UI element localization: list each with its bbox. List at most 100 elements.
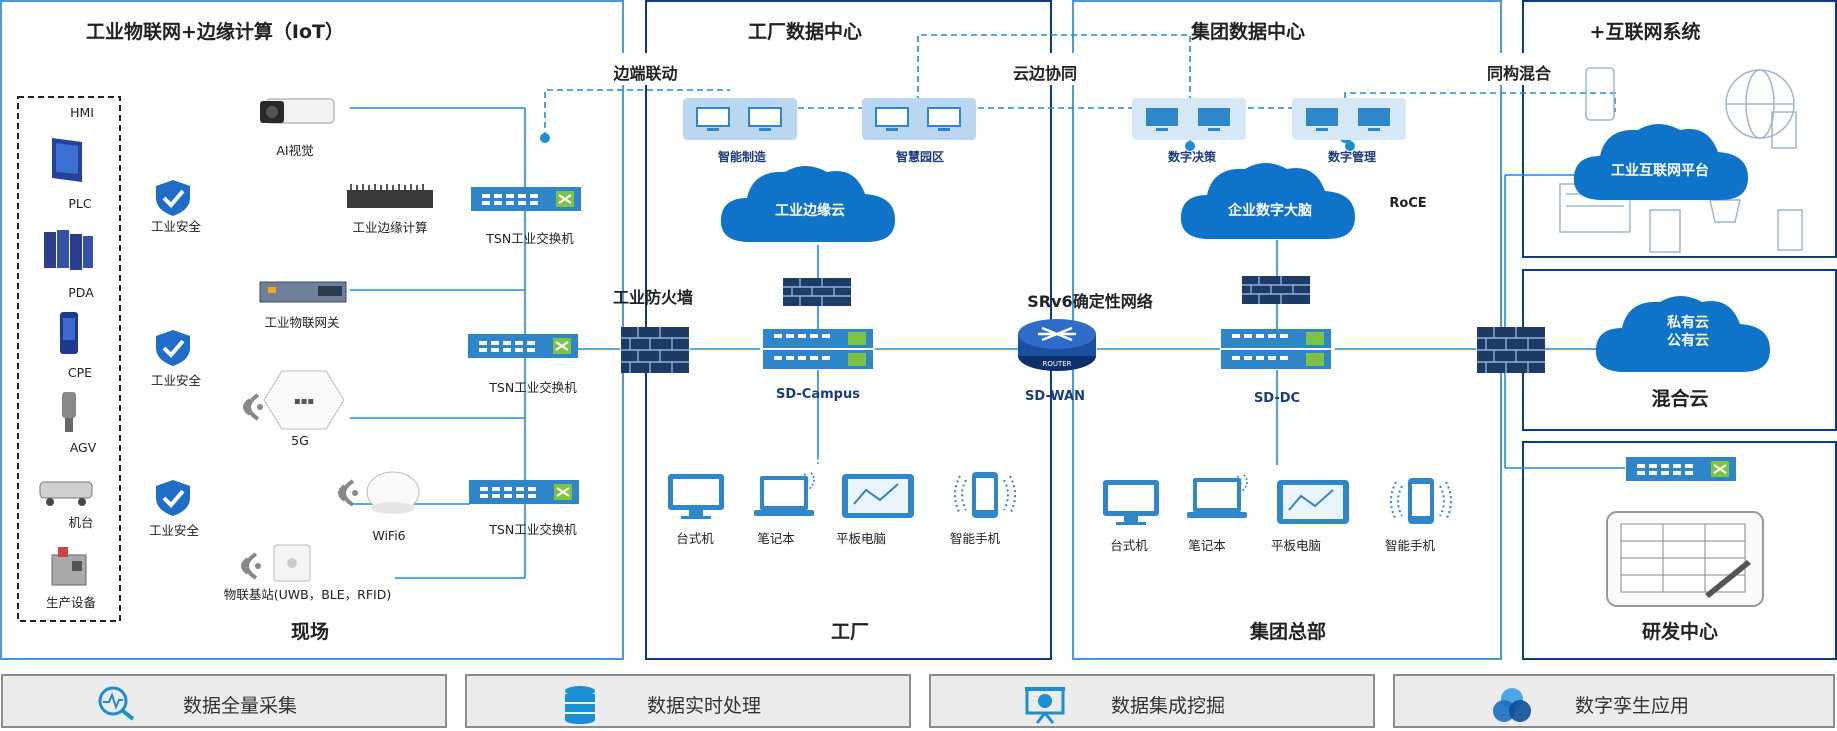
5g-base-station-icon: ▪▪▪ xyxy=(263,370,345,430)
factory-smartphone-label: 智能手机 xyxy=(949,531,1000,546)
production-equipment-icon xyxy=(51,547,87,586)
monitor-icon xyxy=(927,107,961,131)
group-tablet-label: 平板电脑 xyxy=(1270,538,1321,553)
firewall-label: 工业防火墙 xyxy=(612,288,693,307)
edge-cloud-label: 工业边缘云 xyxy=(775,203,845,219)
factory-label: 工厂 xyxy=(830,621,869,643)
footer-data-mining: 数据集成挖掘 xyxy=(929,674,1375,728)
hmi-label: HMI xyxy=(70,105,94,120)
firewall-icon xyxy=(621,327,689,373)
security-label-3: 工业安全 xyxy=(148,523,199,538)
production-equipment-label: 生产设备 xyxy=(45,595,96,610)
smart-park-label: 智慧园区 xyxy=(895,150,944,164)
signal-icon xyxy=(243,393,263,421)
factory-desktop-label: 台式机 xyxy=(676,531,714,546)
srv6-label: SRv6确定性网络 xyxy=(1027,292,1153,311)
iot-gateway-icon xyxy=(259,281,347,303)
router-text: ROUTER xyxy=(1042,360,1071,368)
footer-label-3: 数据集成挖掘 xyxy=(1111,695,1226,717)
footer-digital-twin: 数字孪生应用 xyxy=(1393,674,1835,728)
footer-label-2: 数据实时处理 xyxy=(647,695,762,717)
tsn-switch-label-1: TSN工业交换机 xyxy=(486,231,574,246)
desktop-icon xyxy=(668,474,724,519)
sd-dc-label: SD-DC xyxy=(1253,391,1301,406)
router-icon: ROUTER xyxy=(1018,319,1096,371)
ai-vision-label: AI视觉 xyxy=(276,143,314,158)
monitor-icon xyxy=(875,107,909,131)
iot-base-station-icon xyxy=(273,544,311,582)
footer-label-1: 数据全量采集 xyxy=(183,695,298,717)
presentation-board-icon xyxy=(1025,687,1065,724)
database-icon xyxy=(565,686,595,724)
internet-background-icons xyxy=(1559,67,1803,253)
internet-system-title: +互联网系统 xyxy=(1589,21,1701,43)
hq-label: 集团总部 xyxy=(1249,621,1326,643)
cpe-label: CPE xyxy=(67,365,93,380)
tsn-switch-1 xyxy=(470,186,582,216)
tablet-icon xyxy=(1277,480,1349,524)
group-laptop-label: 笔记本 xyxy=(1188,538,1226,553)
rnd-tablet-icon xyxy=(1606,511,1764,607)
machine-icon xyxy=(39,481,93,506)
sd-campus-label: SD-Campus xyxy=(776,387,860,402)
switch-icon xyxy=(1221,329,1331,369)
signal-icon xyxy=(241,552,261,580)
industrial-internet-platform-label: 工业互联网平台 xyxy=(1611,163,1709,179)
app-tile-smart-park xyxy=(862,98,976,140)
agv-icon xyxy=(62,392,76,432)
site-label: 现场 xyxy=(290,621,329,643)
firewall-icon xyxy=(1242,276,1310,304)
footer-real-time-processing: 数据实时处理 xyxy=(465,674,911,728)
plc-icon xyxy=(44,230,93,270)
iot-base-station-label: 物联基站(UWB，BLE，RFID) xyxy=(223,587,392,602)
edge-link-text: 边端联动 xyxy=(613,64,678,83)
edge-cloud-icon xyxy=(720,166,895,242)
factory-tablet-label: 平板电脑 xyxy=(835,531,886,546)
monitor-icon xyxy=(1198,108,1230,131)
magnifier-chart-icon xyxy=(98,686,135,721)
smart-manufacturing-label: 智能制造 xyxy=(717,150,766,164)
hybrid-cloud-icon xyxy=(1595,296,1770,372)
tsn-switch-label-2: TSN工业交换机 xyxy=(489,380,577,395)
monitor-icon xyxy=(1358,108,1390,131)
5g-label: 5G xyxy=(291,433,309,448)
monitor-icon xyxy=(1306,108,1338,131)
iot-panel-title: 工业物联网+边缘计算（IoT） xyxy=(85,21,344,43)
group-dc-title: 集团数据中心 xyxy=(1190,21,1305,43)
shield-icon xyxy=(156,330,190,366)
switch-icon xyxy=(469,480,579,504)
shield-icon xyxy=(156,180,190,216)
tablet-icon xyxy=(842,474,914,518)
sd-campus-switch xyxy=(762,328,874,374)
security-label-2: 工业安全 xyxy=(150,373,201,388)
hybrid-cloud-label: 混合云 xyxy=(1651,388,1709,410)
switch-icon xyxy=(763,329,873,369)
venn-circles-icon xyxy=(1493,688,1531,722)
footer-data-collection: 数据全量采集 xyxy=(1,674,447,728)
tsn-switch-2 xyxy=(467,333,579,363)
app-tile-digital-decision xyxy=(1132,98,1246,140)
edge-compute-label: 工业边缘计算 xyxy=(352,220,428,235)
camera-icon xyxy=(260,98,335,124)
monitor-icon xyxy=(748,107,782,131)
switch-icon xyxy=(468,334,578,358)
enterprise-brain-cloud-icon xyxy=(1180,163,1355,239)
wifi6-label: WiFi6 xyxy=(372,528,406,543)
cloud-edge-banner: 云边协同 xyxy=(960,53,1130,85)
smartphone-icon xyxy=(1390,478,1452,524)
switch-icon xyxy=(471,187,581,211)
svg-text:▪▪▪: ▪▪▪ xyxy=(294,396,314,407)
machine-label: 机台 xyxy=(68,515,94,530)
factory-laptop-label: 笔记本 xyxy=(757,531,795,546)
sd-wan-label: SD-WAN xyxy=(1025,389,1085,404)
app-tile-smart-manufacturing xyxy=(683,98,797,140)
edge-compute-icon xyxy=(347,184,433,208)
footer-label-4: 数字孪生应用 xyxy=(1575,695,1690,717)
desktop-icon xyxy=(1103,480,1159,525)
public-cloud-label: 公有云 xyxy=(1667,333,1709,349)
tsn-switch-label-3: TSN工业交换机 xyxy=(489,522,577,537)
security-label-1: 工业安全 xyxy=(150,219,201,234)
monitor-icon xyxy=(1146,108,1178,131)
wifi6-ap-icon xyxy=(366,471,420,514)
